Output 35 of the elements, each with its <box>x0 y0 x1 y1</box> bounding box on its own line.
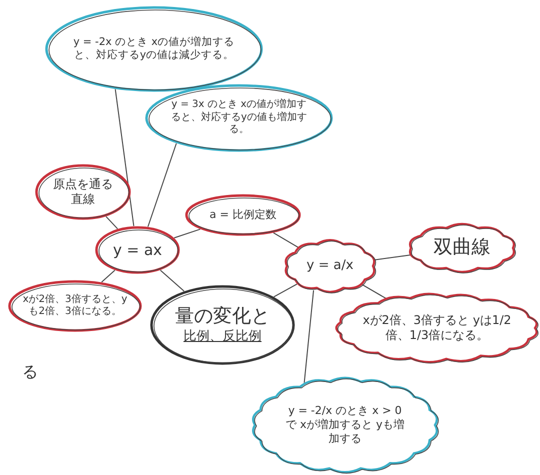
connector-line <box>114 88 134 227</box>
node-text: 原点を通る直線 <box>52 177 114 207</box>
ellipse-bubble <box>8 280 142 332</box>
cloud-bubble <box>336 294 538 362</box>
node-text: 双曲線 <box>434 236 490 260</box>
node-text: y = a/x <box>306 258 354 274</box>
cloud-bubble <box>408 224 516 272</box>
node-title: 量の変化と <box>175 305 270 329</box>
connector-line <box>147 142 177 228</box>
connector-line <box>106 216 118 230</box>
connector-line <box>273 284 298 298</box>
cloud-bubble <box>284 240 376 292</box>
ellipse-bubble <box>150 285 295 365</box>
note-text: る <box>22 362 38 383</box>
node-text: xが2倍、3倍すると yは1/2倍、1/3倍になる。 <box>362 313 512 343</box>
ellipse-bubble <box>185 194 301 236</box>
cloud-bubble <box>252 378 438 472</box>
ellipse-bubble <box>145 84 333 152</box>
connector-line <box>304 290 314 384</box>
node-text: y = -2/x のとき x > 0 で xが増加すると yも増加する <box>284 404 406 446</box>
node-text: y = -2x のとき xの値が増加すると、対応するyの値は減少する。 <box>72 36 236 62</box>
connector-line <box>160 270 185 292</box>
connector-line <box>101 270 116 283</box>
connector-line <box>362 284 387 300</box>
connector-line <box>374 254 411 260</box>
ellipse-bubble <box>45 6 263 92</box>
node-text: xが2倍、3倍すると、yも2倍、3倍になる。 <box>22 294 128 318</box>
node-text: y = 3x のとき xの値が増加すると、対応するyの値も増加する。 <box>170 99 308 137</box>
ellipse-bubble <box>95 226 180 274</box>
node-text: a = 比例定数 <box>210 208 276 222</box>
ellipse-bubble <box>35 164 131 220</box>
node-text: y = ax <box>112 240 162 260</box>
connector-line <box>174 228 201 238</box>
connector-line <box>272 232 299 248</box>
node-text: 比例、反比例 <box>184 328 262 345</box>
